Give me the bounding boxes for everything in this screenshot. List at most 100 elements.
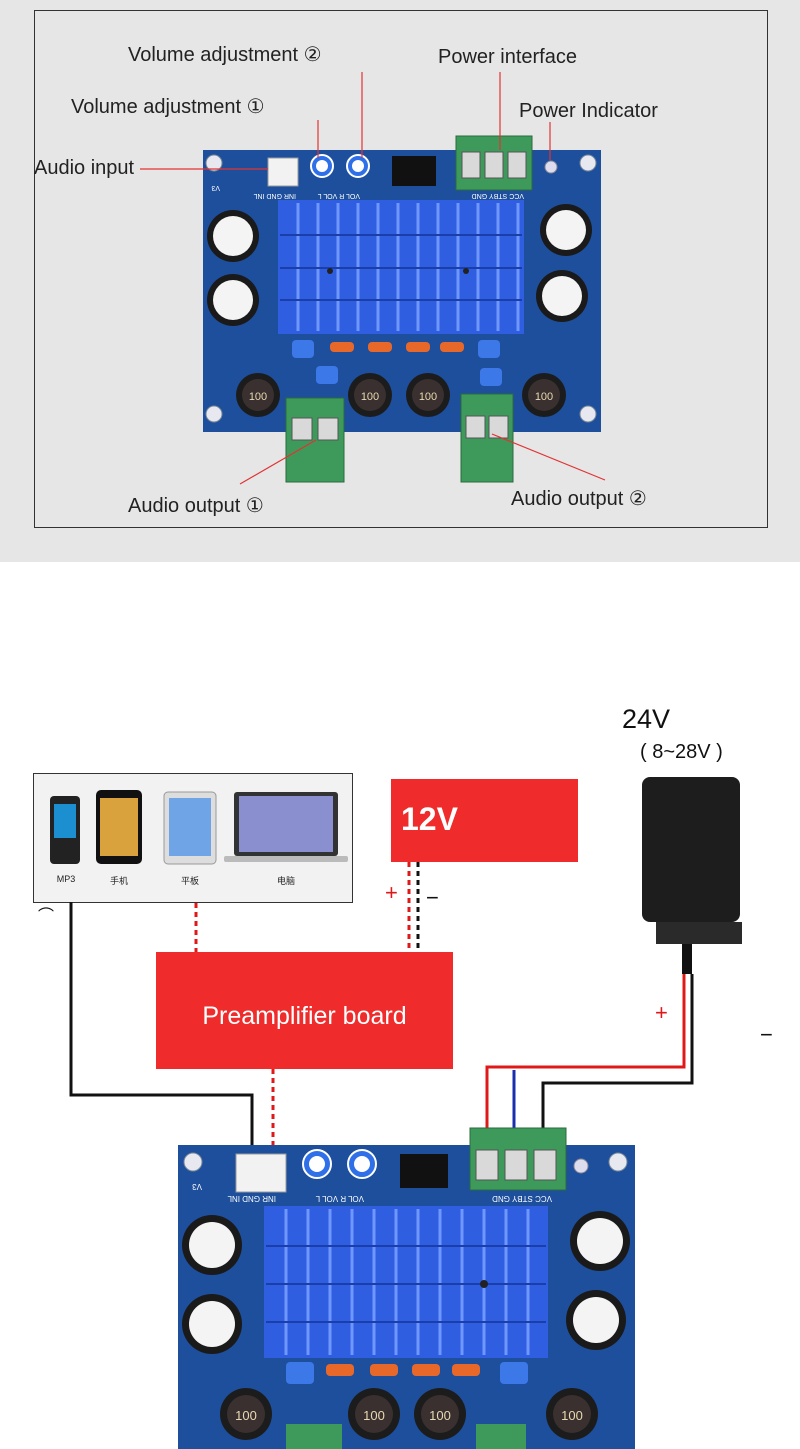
film-capacitor (286, 1362, 314, 1384)
terminal-screw (461, 151, 481, 179)
mount-hole (579, 154, 597, 172)
label-audio-output-2: Audio output ② (511, 488, 647, 510)
terminal-screw (504, 1149, 528, 1181)
svg-text:100: 100 (363, 1408, 385, 1423)
label-audio-input: Audio input (34, 157, 135, 179)
mount-hole (183, 1152, 203, 1172)
pointer-lines (140, 72, 606, 485)
silk-v3: V3 (211, 184, 220, 191)
phone-screen (100, 798, 138, 856)
label-volume-adjustment-2: Volume adjustment ② (128, 44, 322, 66)
terminal-screw (507, 151, 527, 179)
mount-hole (205, 405, 223, 423)
terminal-screw (475, 1149, 499, 1181)
svg-text:100: 100 (361, 391, 379, 403)
terminal-screw (488, 415, 509, 439)
smd-component (326, 1364, 354, 1376)
svg-text:100: 100 (235, 1408, 257, 1423)
smd-component (406, 342, 430, 352)
inductor: 100 (348, 1388, 400, 1440)
silk-power: VCC STBY GND (472, 192, 524, 199)
tablet-screen (169, 798, 211, 856)
heatsink-screw (327, 268, 333, 274)
heatsink-screw (463, 268, 469, 274)
wires (69, 902, 694, 1172)
film-capacitor (500, 1362, 528, 1384)
capacitor-top (577, 1218, 623, 1264)
smd-component (452, 1364, 480, 1376)
silk-v3: V3 (192, 1182, 202, 1191)
inductor: 100 (406, 373, 450, 417)
power-led (573, 1158, 589, 1174)
silk-power: VCC STBY GND (492, 1194, 552, 1203)
heatsink-screw (480, 1280, 488, 1288)
diode-d1 (392, 156, 436, 186)
mount-hole (579, 405, 597, 423)
mount-hole (205, 154, 223, 172)
capacitor-top (213, 216, 253, 256)
audio-output-terminal-1 (286, 1424, 342, 1449)
supply-range-label: ( 8~28V ) (640, 741, 723, 763)
inductor: 100 (522, 373, 566, 417)
inductor: 100 (220, 1388, 272, 1440)
terminal-screw (317, 417, 339, 441)
label-audio-output-1: Audio output ① (128, 495, 264, 517)
silk-inr-gnd-inl: INR GND INL (227, 1194, 276, 1203)
volume-pot-1-knob (309, 1156, 325, 1172)
inductor: 100 (236, 373, 280, 417)
board-diagram-top: 100 100 100 100 INR GND INL VOL R VOL L … (140, 72, 606, 485)
silk-vol: VOL R VOL L (318, 192, 360, 199)
wiring-diagram: 100 100 100 100 INR GND INL VOL R VOL L … (69, 777, 742, 1449)
power-led (544, 160, 558, 174)
laptop-base (224, 856, 348, 862)
device-caption-phone: 手机 (109, 876, 128, 886)
audio-input-connector (235, 1153, 287, 1193)
capacitor-top (573, 1297, 619, 1343)
device-icons (50, 790, 348, 865)
device-caption-laptop: 电脑 (276, 876, 295, 886)
film-capacitor (478, 340, 500, 358)
capacitor-top (189, 1222, 235, 1268)
dashed-wires (194, 862, 420, 1162)
capacitor-top (546, 210, 586, 250)
smd-component (330, 342, 354, 352)
diode-d1 (400, 1154, 448, 1188)
film-capacitor (480, 368, 502, 386)
volume-pot-1-knob (316, 160, 328, 172)
label-power-interface: Power interface (438, 46, 577, 68)
capacitor-top (189, 1301, 235, 1347)
smd-component (412, 1364, 440, 1376)
preamplifier-board: Preamplifier board (156, 952, 453, 1069)
film-capacitor (316, 366, 338, 384)
capacitor-top (213, 280, 253, 320)
inductor: 100 (414, 1388, 466, 1440)
minus-sign-24v: − (760, 1022, 773, 1047)
label-power-indicator: Power Indicator (519, 100, 658, 122)
heatsink-grooves (266, 1245, 546, 1323)
svg-text:100: 100 (429, 1408, 451, 1423)
heatsink (264, 1206, 548, 1358)
volume-pot-2-knob (354, 1156, 370, 1172)
wire-start-mark: ⌒ (38, 908, 55, 925)
plus-sign-24v: + (655, 1000, 668, 1025)
svg-text:100: 100 (419, 391, 437, 403)
plus-sign-12v: + (385, 880, 398, 905)
terminal-screw (465, 415, 486, 439)
audio-input-connector (267, 157, 299, 187)
silk-inr-gnd-inl: INR GND INL (254, 192, 297, 199)
mount-hole (608, 1152, 628, 1172)
smd-component (370, 1364, 398, 1376)
power-adapter-icon (642, 777, 742, 974)
terminal-screw (291, 417, 313, 441)
heatsink-fins (284, 1209, 530, 1355)
silk-vol: VOL R VOL L (315, 1194, 364, 1203)
supply-voltage-label: 24V (622, 704, 671, 734)
laptop-screen (239, 796, 333, 852)
audio-source-devices: MP3 手机 平板 电脑 (33, 773, 353, 903)
smd-component (440, 342, 464, 352)
inductor: 100 (546, 1388, 598, 1440)
svg-text:100: 100 (249, 391, 267, 403)
svg-text:100: 100 (535, 391, 553, 403)
heatsink-grooves (280, 234, 522, 301)
smd-component (368, 342, 392, 352)
